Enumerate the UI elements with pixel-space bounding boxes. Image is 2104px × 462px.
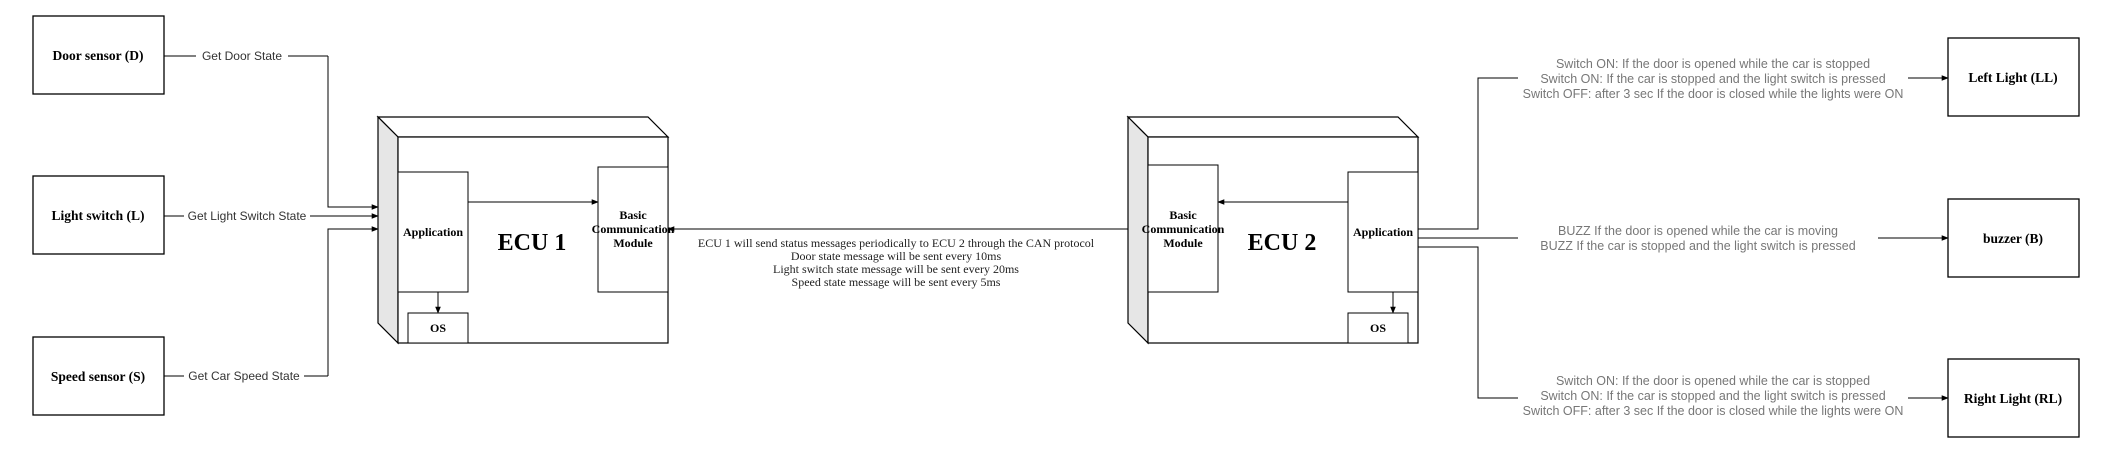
buzzer-edge-line-2: BUZZ If the car is stopped and the light… [1540, 239, 1855, 253]
ecu2-comm-line-3: Module [1163, 236, 1203, 250]
ecu1-comm-line-1: Basic [619, 208, 647, 222]
buzzer-edge: BUZZ If the door is opened while the car… [1418, 224, 1949, 253]
buzzer-edge-line-1: BUZZ If the door is opened while the car… [1558, 224, 1838, 238]
left-light-edge-line-1: Switch ON: If the door is opened while t… [1556, 57, 1870, 71]
right-light-edge: Switch ON: If the door is opened while t… [1418, 246, 1949, 418]
light-switch-label: Light switch (L) [51, 208, 144, 223]
ecu1-application-block: Application [397, 171, 469, 293]
ecu2-application-label: Application [1353, 225, 1413, 239]
buzzer-node: buzzer (B) [1947, 198, 2080, 278]
ecu1-application-label: Application [403, 225, 463, 239]
ecu1-node: ECU 1 Application Basic Communication Mo… [376, 115, 675, 345]
ecu1-comm-line-3: Module [613, 236, 653, 250]
speed-state-edge-label: Get Car Speed State [188, 369, 300, 383]
can-link-line-4: Speed state message will be sent every 5… [792, 275, 1001, 289]
speed-sensor-label: Speed sensor (S) [51, 369, 145, 384]
can-link-line-1: ECU 1 will send status messages periodic… [698, 236, 1095, 250]
speed-state-edge: Get Car Speed State [164, 226, 379, 383]
right-light-edge-line-3: Switch OFF: after 3 sec If the door is c… [1523, 404, 1904, 418]
right-light-edge-line-2: Switch ON: If the car is stopped and the… [1540, 389, 1885, 403]
ecu1-comm-line-2: Communication [592, 222, 675, 236]
left-light-edge-line-2: Switch ON: If the car is stopped and the… [1540, 72, 1885, 86]
ecu2-application-block: Application [1347, 171, 1419, 293]
can-link: ECU 1 will send status messages periodic… [667, 226, 1149, 289]
door-state-edge: Get Door State [164, 49, 379, 210]
left-light-label: Left Light (LL) [1968, 70, 2057, 85]
right-light-label: Right Light (RL) [1964, 391, 2062, 406]
left-light-edge-line-3: Switch OFF: after 3 sec If the door is c… [1523, 87, 1904, 101]
left-light-edge: Switch ON: If the door is opened while t… [1418, 57, 1949, 230]
left-light-node: Left Light (LL) [1947, 37, 2080, 117]
ecu2-comm-line-2: Communication [1142, 222, 1225, 236]
can-link-line-2: Door state message will be sent every 10… [791, 249, 1002, 263]
ecu2-title: ECU 2 [1248, 230, 1317, 256]
can-link-line-3: Light switch state message will be sent … [773, 262, 1019, 276]
door-sensor-label: Door sensor (D) [53, 48, 144, 63]
ecu2-os-label: OS [1370, 321, 1386, 335]
buzzer-label: buzzer (B) [1983, 231, 2043, 246]
speed-sensor-node: Speed sensor (S) [32, 336, 165, 416]
ecu1-comm-module-block: Basic Communication Module [592, 166, 675, 293]
right-light-edge-line-1: Switch ON: If the door is opened while t… [1556, 374, 1870, 388]
light-switch-state-edge-label: Get Light Switch State [188, 209, 307, 223]
ecu1-os-block: OS [407, 312, 469, 344]
ecu2-comm-line-1: Basic [1169, 208, 1197, 222]
door-sensor-node: Door sensor (D) [32, 15, 165, 95]
ecu1-title: ECU 1 [498, 230, 567, 256]
ecu2-comm-module-block: Basic Communication Module [1142, 164, 1225, 293]
right-light-node: Right Light (RL) [1947, 358, 2080, 438]
ecu2-node: ECU 2 Basic Communication Module Applica… [1126, 115, 1420, 345]
door-state-edge-label: Get Door State [202, 49, 282, 63]
ecu1-os-label: OS [430, 321, 446, 335]
light-switch-state-edge: Get Light Switch State [164, 209, 379, 223]
ecu2-os-block: OS [1347, 312, 1409, 344]
light-switch-node: Light switch (L) [32, 175, 165, 255]
